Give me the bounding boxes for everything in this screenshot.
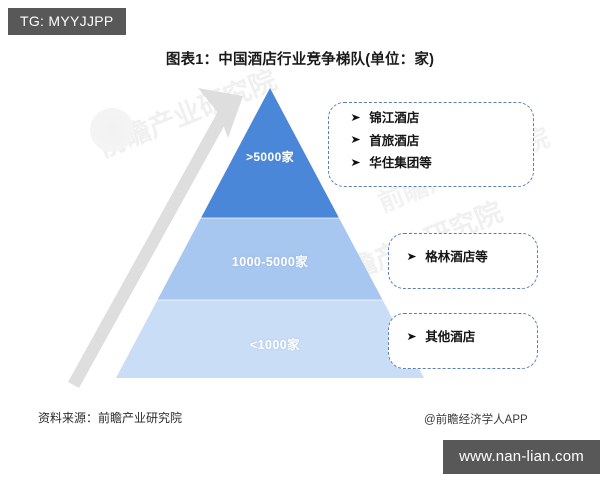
tier-2-callout: ➤ 格林酒店等 [388, 233, 538, 289]
list-item: ➤ 格林酒店等 [406, 250, 537, 264]
app-credit: @前瞻经济学人APP [424, 414, 528, 426]
arrow-bullet-icon: ➤ [406, 250, 417, 263]
tier-3-label: <1000家 [249, 338, 300, 352]
company-name: 首旅酒店 [369, 133, 420, 148]
arrow-bullet-icon: ➤ [350, 111, 361, 124]
arrow-bullet-icon: ➤ [350, 156, 361, 169]
arrow-bullet-icon: ➤ [350, 134, 361, 147]
tg-watermark-tag: TG: MYYJJPP [8, 8, 126, 35]
watermark-logo-icon [90, 108, 134, 152]
tier-2-label: 1000-5000家 [231, 255, 309, 269]
tier-3-callout: ➤ 其他酒店 [388, 313, 538, 369]
tier-1-callout: ➤ 锦江酒店 ➤ 首旅酒店 ➤ 华住集团等 [328, 102, 534, 187]
company-name: 其他酒店 [425, 330, 476, 344]
tier-1-company-list: ➤ 锦江酒店 ➤ 首旅酒店 ➤ 华住集团等 [329, 103, 533, 170]
source-note: 资料来源：前瞻产业研究院 [38, 411, 183, 425]
list-item: ➤ 锦江酒店 [350, 111, 533, 125]
tier-3-company-list: ➤ 其他酒店 [389, 314, 537, 344]
tier-2-company-list: ➤ 格林酒店等 [389, 234, 537, 264]
list-item: ➤ 其他酒店 [406, 330, 537, 344]
arrow-bullet-icon: ➤ [406, 330, 417, 343]
company-name: 锦江酒店 [369, 111, 420, 125]
company-name: 华住集团等 [369, 156, 432, 170]
list-item: ➤ 华住集团等 [350, 156, 533, 170]
tier-1-label: >5000家 [245, 150, 295, 164]
company-name: 格林酒店等 [425, 250, 488, 264]
page-title: 图表1：中国酒店行业竞争梯队(单位：家) [165, 52, 435, 68]
list-item: ➤ 首旅酒店 [350, 133, 533, 148]
site-watermark-tag: www.nan-lian.com [443, 440, 600, 474]
